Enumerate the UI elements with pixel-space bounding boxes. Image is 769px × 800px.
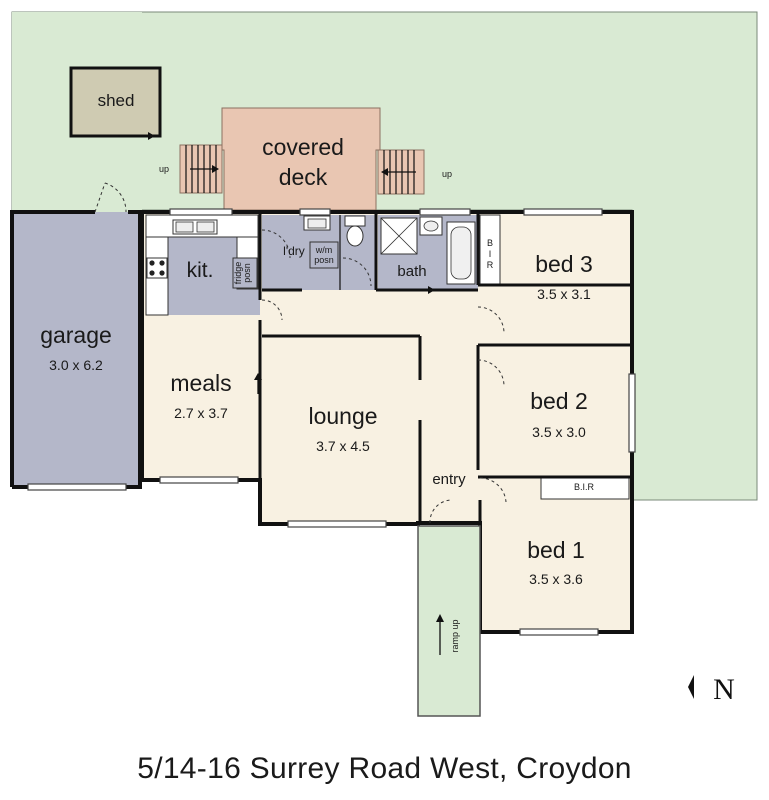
deck-steps-right bbox=[377, 149, 425, 195]
window-bed3 bbox=[523, 208, 603, 216]
entry-name: entry bbox=[432, 471, 466, 488]
meals-door-arrowhead bbox=[254, 373, 262, 380]
laundry-name: l'dry bbox=[283, 244, 305, 258]
window-bath bbox=[419, 208, 471, 216]
door-bed3 bbox=[477, 306, 505, 334]
kitchen-sink-icon bbox=[172, 219, 218, 235]
garage-size: 3.0 x 6.2 bbox=[49, 357, 103, 373]
bed3-size: 3.5 x 3.1 bbox=[537, 286, 591, 302]
washer-label-2: posn bbox=[314, 255, 334, 265]
bir-bed3-line2: I bbox=[489, 249, 492, 259]
garage bbox=[12, 212, 140, 487]
window-bed1 bbox=[519, 628, 599, 636]
garage-side-door-swing bbox=[94, 182, 127, 213]
toilet-icon bbox=[344, 215, 366, 247]
wet-area-partition bbox=[339, 215, 377, 290]
basin-icon bbox=[419, 216, 443, 236]
bed1-name: bed 1 bbox=[527, 537, 585, 563]
fridge-label-1: fridge bbox=[233, 262, 243, 285]
shed-door-arrowhead bbox=[148, 132, 155, 140]
ramp bbox=[417, 525, 481, 717]
bed3-name: bed 3 bbox=[535, 251, 593, 277]
ramp-label: ramp up bbox=[450, 619, 460, 652]
washer-label-1: w/m bbox=[315, 245, 333, 255]
deck-label-line1: covered bbox=[262, 134, 344, 160]
bir-bed3-line3: R bbox=[487, 260, 494, 270]
bed2-size: 3.5 x 3.0 bbox=[532, 424, 586, 440]
bed2-name: bed 2 bbox=[530, 388, 588, 414]
laundry-trough-icon bbox=[303, 215, 331, 231]
window-laundry bbox=[299, 208, 331, 216]
shed bbox=[69, 66, 162, 138]
meals-name: meals bbox=[170, 370, 231, 396]
deck-label-line2: deck bbox=[279, 164, 328, 190]
garage-door bbox=[27, 483, 127, 491]
north-label: N bbox=[713, 673, 735, 706]
bathtub-icon bbox=[446, 221, 476, 285]
ramp-arrowhead bbox=[436, 614, 444, 622]
bir-bed3-line1: B bbox=[487, 238, 493, 248]
bed1-size: 3.5 x 3.6 bbox=[529, 571, 583, 587]
shower-icon bbox=[380, 217, 418, 255]
door-entry bbox=[429, 499, 453, 524]
meals-size: 2.7 x 3.7 bbox=[174, 405, 228, 421]
house-floor bbox=[142, 212, 632, 632]
deck-steps-left bbox=[179, 144, 223, 194]
shed-label: shed bbox=[98, 91, 135, 110]
cooktop-icon bbox=[146, 257, 168, 279]
bir-bed1-label: B.I.R bbox=[574, 482, 595, 492]
property-address: 5/14-16 Surrey Road West, Croydon bbox=[137, 752, 632, 785]
fridge-label-2: posn bbox=[242, 263, 252, 283]
deck-steps-left-label: up bbox=[159, 164, 169, 174]
lounge-name: lounge bbox=[308, 403, 377, 429]
washer-space bbox=[309, 241, 339, 269]
fridge-space bbox=[232, 257, 258, 289]
door-bed1 bbox=[479, 477, 507, 503]
north-arrow-icon bbox=[688, 675, 694, 699]
bath-name: bath bbox=[397, 263, 426, 280]
garage-name: garage bbox=[40, 322, 112, 348]
floor-plan: shed covered deck up up garage 3.0 x 6.2… bbox=[10, 11, 758, 717]
door-bed2 bbox=[477, 359, 505, 387]
lounge-size: 3.7 x 4.5 bbox=[316, 438, 370, 454]
deck-steps-right-label: up bbox=[442, 169, 452, 179]
window-bed2 bbox=[628, 373, 636, 453]
window-lounge bbox=[287, 520, 387, 528]
window-kitchen bbox=[169, 208, 233, 216]
kitchen-name: kit. bbox=[187, 259, 214, 282]
window-meals bbox=[159, 476, 239, 484]
